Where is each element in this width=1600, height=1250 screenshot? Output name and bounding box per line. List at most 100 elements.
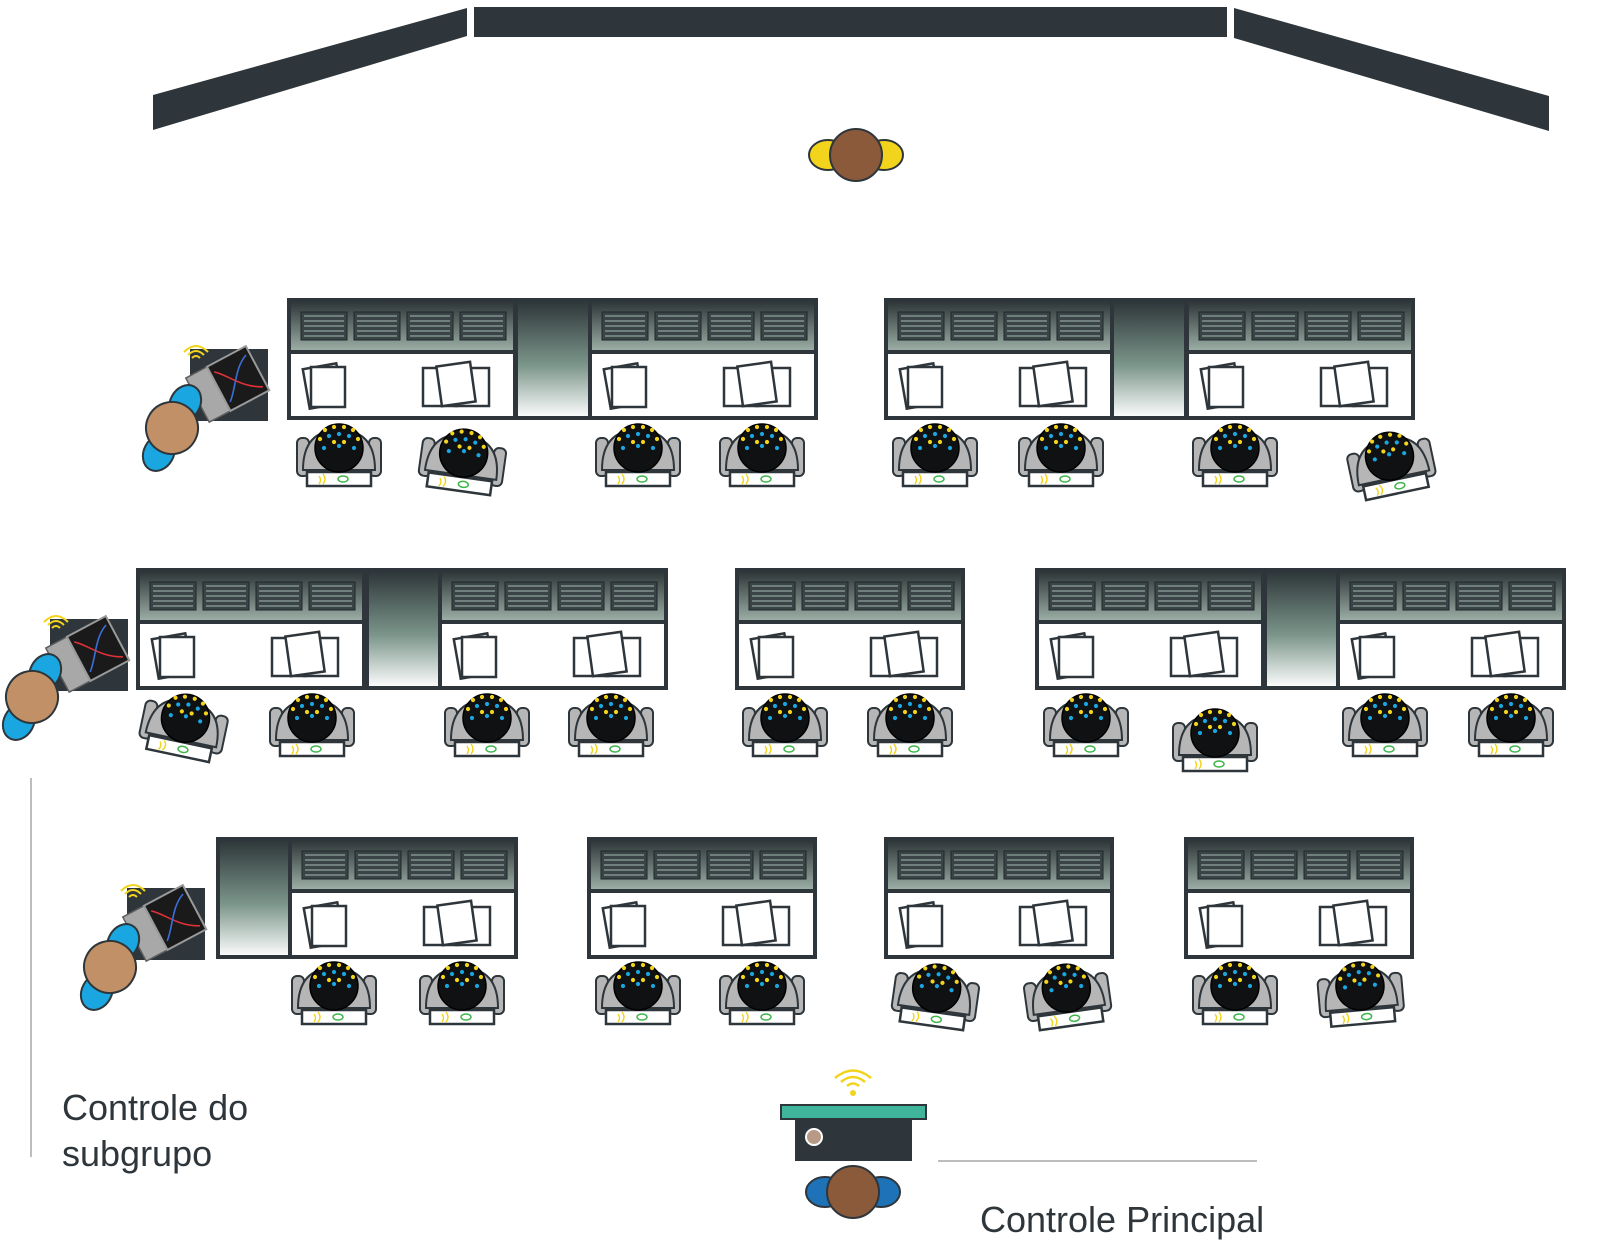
vent-grille: [897, 311, 945, 341]
vent-grille: [1207, 581, 1255, 611]
student-seat: [568, 693, 654, 758]
vent-grille: [1198, 311, 1246, 341]
vent-grille: [801, 581, 849, 611]
wifi-icon: [840, 1075, 866, 1083]
bench-module: [1185, 298, 1415, 420]
laptop-icon: [44, 614, 131, 694]
desk-button: [805, 1128, 823, 1146]
subgroup-control-label: Controle do subgrupo: [62, 1085, 248, 1177]
sink: [1263, 568, 1341, 690]
bench-module: [136, 568, 366, 690]
vent-grille: [601, 311, 649, 341]
student-seat: [1192, 961, 1278, 1026]
vent-grille: [653, 850, 701, 880]
worksheet-papers: [601, 899, 791, 950]
head: [829, 128, 883, 182]
vent-grille: [706, 850, 754, 880]
sink: [216, 837, 294, 959]
sink-section: [365, 568, 443, 690]
worksheet-papers: [898, 899, 1088, 950]
wifi-icon: [183, 345, 209, 359]
student-seat: [269, 693, 355, 758]
main-desk-top: [780, 1104, 927, 1120]
bench-module: [884, 837, 1114, 959]
student-seat: [595, 423, 681, 488]
vent-grille: [202, 581, 250, 611]
vent-grille: [950, 850, 998, 880]
lab-assistant-figure: [79, 923, 141, 1011]
vent-grille: [1197, 850, 1245, 880]
vent-grille: [255, 581, 303, 611]
bench-module: [1336, 568, 1566, 690]
tablet-device: [428, 1008, 496, 1026]
tablet-device: [604, 1008, 672, 1026]
wall-center-segment: [474, 7, 1227, 37]
vent-grille: [300, 311, 348, 341]
vent-grille: [1304, 311, 1352, 341]
tablet-device: [577, 740, 645, 758]
head: [826, 1165, 880, 1219]
worksheet-papers: [302, 899, 492, 950]
student-seat: [1043, 693, 1129, 758]
vent-grille: [1356, 850, 1404, 880]
student-seat: [1468, 693, 1554, 758]
vent-grille: [1101, 581, 1149, 611]
worksheet-papers: [452, 630, 642, 681]
student-seat: [1342, 693, 1428, 758]
vent-grille: [1003, 311, 1051, 341]
vent-grille: [748, 581, 796, 611]
vent-grille: [1250, 850, 1298, 880]
tablet-device: [278, 740, 346, 758]
tablet-device: [300, 1008, 368, 1026]
vent-grille: [1048, 581, 1096, 611]
vent-grille: [1154, 581, 1202, 611]
subgroup-control-label-line2: subgrupo: [62, 1133, 213, 1174]
front-wall: [153, 7, 1549, 131]
tablet-device: [1052, 740, 1120, 758]
vent-grille: [451, 581, 499, 611]
subgroup-control-label-line1: Controle do: [62, 1087, 249, 1128]
subgroup-control-station: [43, 614, 131, 694]
sink-section: [1263, 568, 1341, 690]
teacher-figure: [808, 128, 904, 182]
student-seat: [719, 423, 805, 488]
bench-module: [288, 837, 518, 959]
worksheet-papers: [1049, 630, 1239, 681]
tablet-device: [604, 470, 672, 488]
head: [145, 401, 199, 455]
bench-module: [1184, 837, 1414, 959]
student-seat: [291, 961, 377, 1026]
tablet-device: [1027, 470, 1095, 488]
worksheet-papers: [1350, 630, 1540, 681]
sink-section: [1110, 298, 1188, 420]
vent-grille: [759, 850, 807, 880]
vent-grille: [897, 850, 945, 880]
main-control-label: Controle Principal: [980, 1199, 1265, 1240]
student-seat: [1316, 961, 1405, 1029]
wifi-icon: [43, 615, 69, 629]
tablet-device: [876, 740, 944, 758]
worksheet-papers: [898, 360, 1088, 411]
student-seat: [892, 423, 978, 488]
head: [83, 940, 137, 994]
vent-grille: [459, 311, 507, 341]
student-seat: [1192, 423, 1278, 488]
student-seat: [1018, 423, 1104, 488]
tablet-device: [1201, 470, 1269, 488]
sink-section: [216, 837, 294, 959]
main-operator-figure: [805, 1165, 901, 1219]
vent-grille: [907, 581, 955, 611]
bench-module: [735, 568, 965, 690]
vent-grille: [1455, 581, 1503, 611]
vent-grille: [308, 581, 356, 611]
vent-grille: [1003, 850, 1051, 880]
subgroup-control-station: [120, 883, 208, 963]
vent-grille: [504, 581, 552, 611]
tablet-device: [1351, 740, 1419, 758]
tablet-device: [751, 740, 819, 758]
vent-grille: [1251, 311, 1299, 341]
tablet-device: [728, 1008, 796, 1026]
vent-grille: [353, 311, 401, 341]
